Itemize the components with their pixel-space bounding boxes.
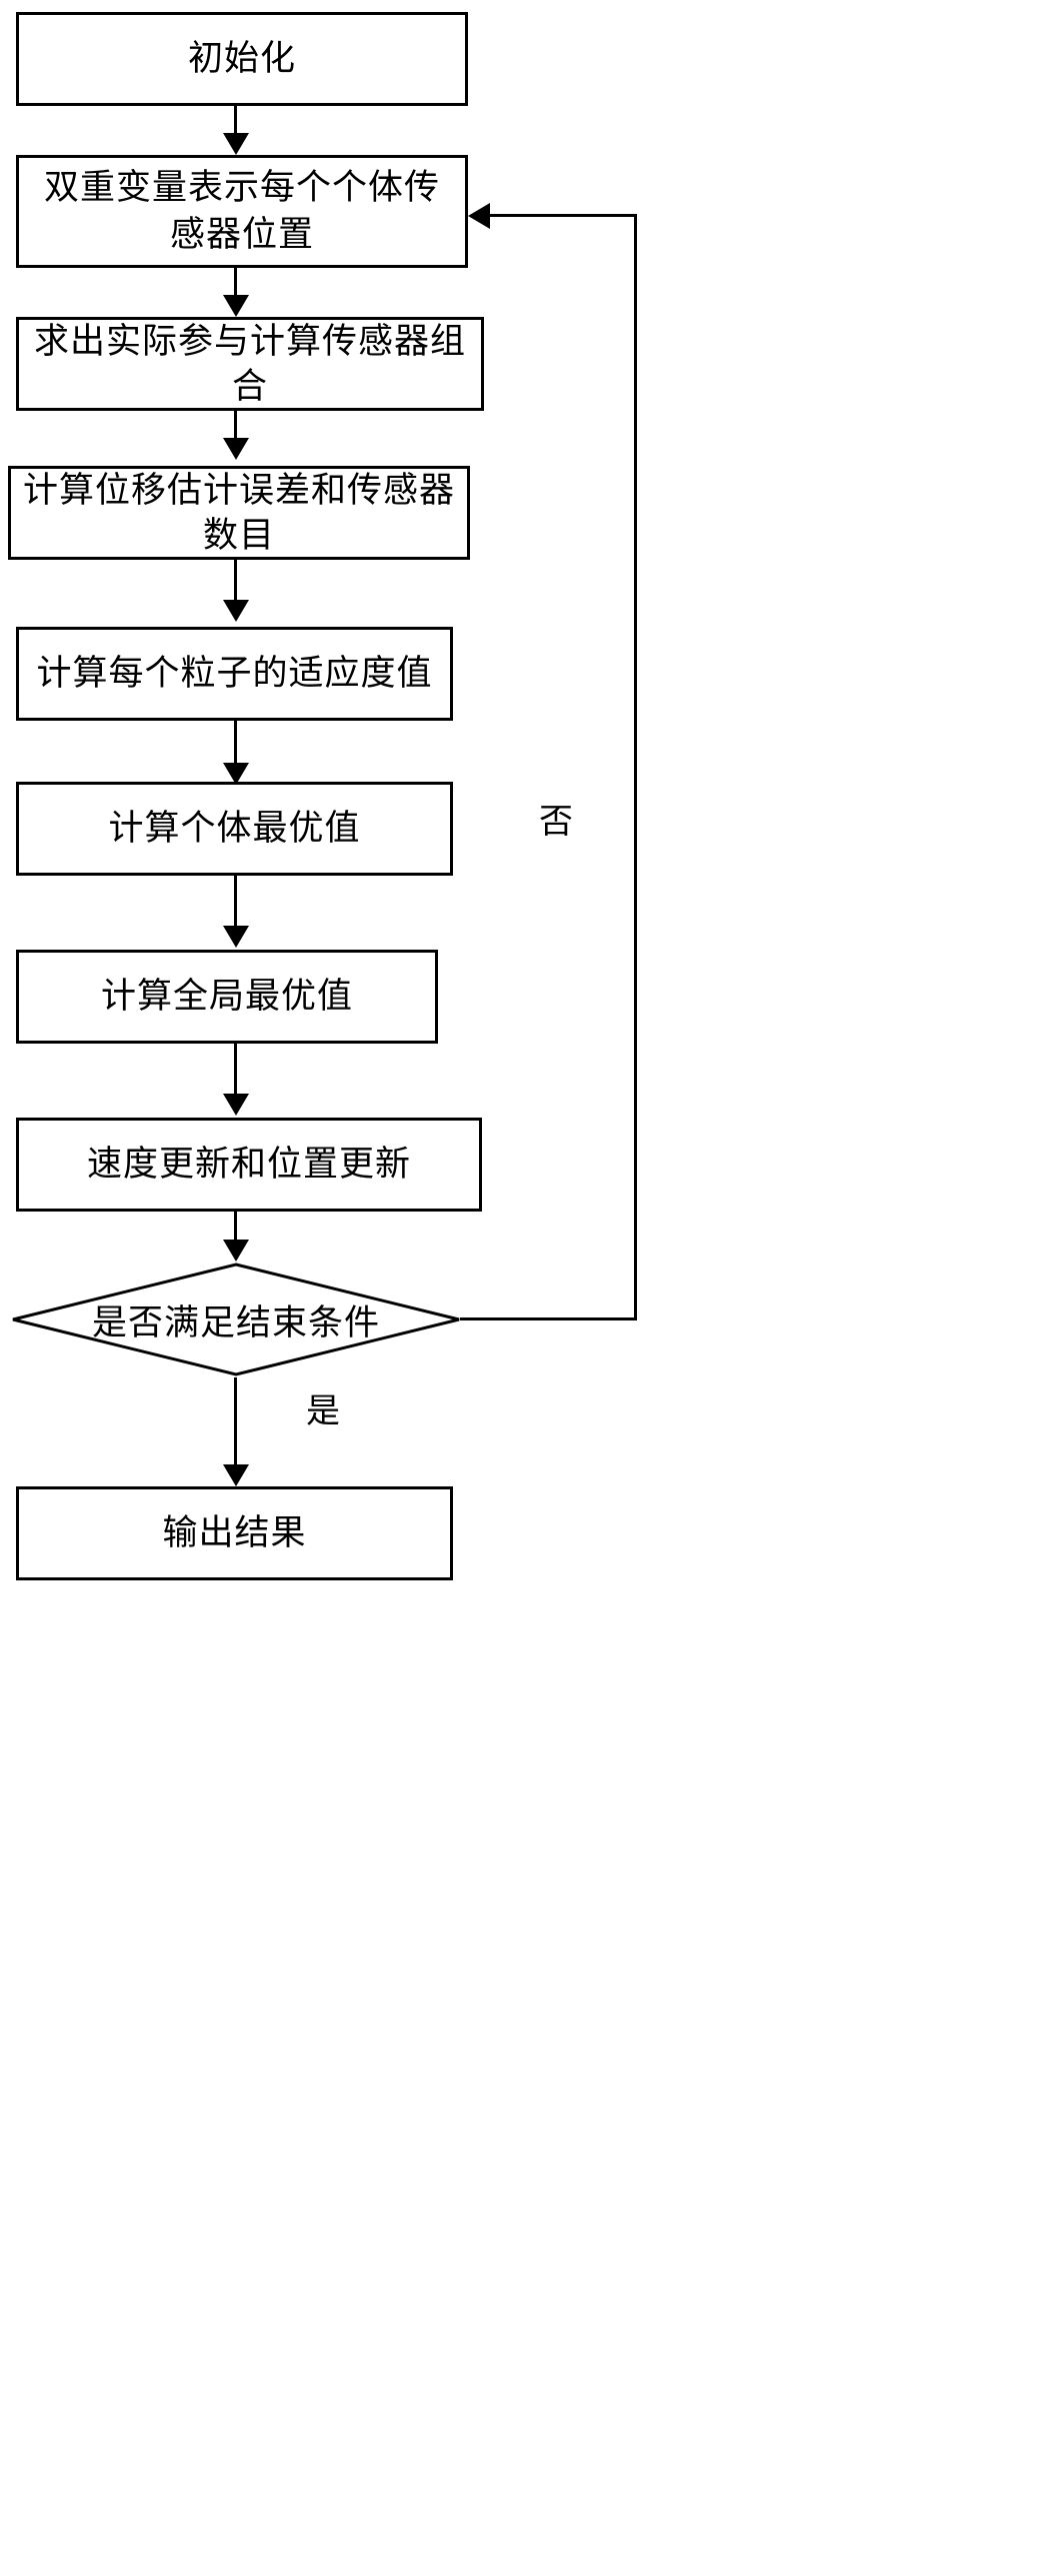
connector-3-4-line (234, 411, 237, 448)
connector-5-6-arrowhead (223, 763, 249, 785)
flow-node-compute-global-best[interactable]: 计算全局最优值 (16, 950, 438, 1044)
connector-yes-arrowhead (223, 1464, 249, 1486)
flow-node-compute-displacement-error[interactable]: 计算位移估计误差和传感器数目 (8, 466, 470, 560)
connector-no-horizontal-top (488, 214, 637, 217)
flow-node-compute-personal-best-label: 计算个体最优值 (108, 809, 361, 849)
connector-5-6-line (234, 721, 237, 773)
connector-8-9-line (234, 1212, 237, 1250)
flow-node-compute-fitness-label: 计算每个粒子的适应度值 (36, 654, 433, 694)
flow-node-decision-termination[interactable]: 是否满足结束条件 (10, 1262, 462, 1377)
flow-node-dual-variable-sensor-position[interactable]: 双重变量表示每个个体传感器位置 (16, 155, 468, 268)
connector-1-2-arrowhead (223, 133, 249, 155)
edge-label-yes: 是 (306, 1393, 340, 1430)
connector-8-9-arrowhead (223, 1240, 249, 1262)
connector-2-3-line (234, 268, 237, 305)
connector-no-horizontal-bottom (460, 1317, 637, 1320)
connector-6-7-line (234, 876, 237, 936)
flow-node-compute-personal-best[interactable]: 计算个体最优值 (16, 782, 453, 876)
connector-yes-line (234, 1377, 237, 1474)
connector-no-vertical (634, 214, 637, 1319)
diamond-shape (12, 1263, 460, 1376)
connector-7-8-arrowhead (223, 1094, 249, 1116)
connector-2-3-arrowhead (223, 295, 249, 317)
flow-node-initialize-label: 初始化 (187, 39, 296, 79)
flow-node-initialize[interactable]: 初始化 (16, 12, 468, 106)
flow-node-dual-variable-sensor-position-label: 双重变量表示每个个体传感器位置 (43, 167, 440, 254)
flow-node-update-velocity-position[interactable]: 速度更新和位置更新 (16, 1118, 482, 1212)
flow-node-find-sensor-combination-label: 求出实际参与计算传感器组合 (33, 321, 466, 407)
flow-node-compute-fitness[interactable]: 计算每个粒子的适应度值 (16, 627, 453, 721)
connector-1-2-line (234, 106, 237, 143)
connector-3-4-arrowhead (223, 438, 249, 460)
flow-node-output-result[interactable]: 输出结果 (16, 1486, 453, 1580)
connector-7-8-line (234, 1044, 237, 1104)
edge-label-no: 否 (539, 804, 573, 841)
connector-4-5-line (234, 560, 237, 610)
flow-node-find-sensor-combination[interactable]: 求出实际参与计算传感器组合 (16, 317, 484, 411)
flow-node-output-result-label: 输出结果 (162, 1513, 307, 1553)
connector-no-arrowhead (468, 203, 490, 229)
connector-4-5-arrowhead (223, 600, 249, 622)
flow-node-compute-global-best-label: 计算全局最优值 (100, 977, 353, 1017)
connector-6-7-arrowhead (223, 926, 249, 948)
flow-node-update-velocity-position-label: 速度更新和位置更新 (86, 1145, 411, 1185)
flow-node-compute-displacement-error-label: 计算位移估计误差和传感器数目 (22, 470, 455, 556)
